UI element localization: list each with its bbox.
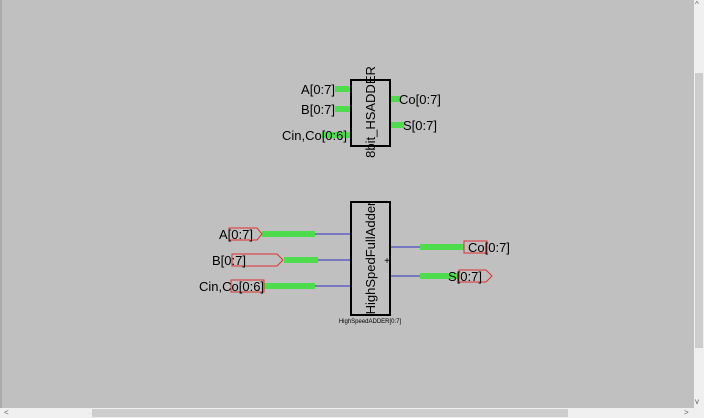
port-label-s: S[0:7] [448,269,482,284]
wire-co [390,96,400,102]
pin-label-co: Co[0:7] [399,92,441,107]
wire-a [335,86,351,92]
symbol-body [350,201,391,316]
symbol-name: HighSpedFullAdder [363,201,378,314]
pin-label-b: B[0:7] [301,102,335,117]
symbol-highspeed-full-adder[interactable]: A[0:7] B[0:7] Cin,Co[0:6] Co[0:7] S[0:7]… [199,201,510,325]
wire-b [284,257,318,263]
symbol-body [350,79,391,147]
vertical-scrollbar[interactable]: ^ v [694,0,704,408]
wire-cin [264,283,315,289]
vertical-scroll-thumb[interactable] [695,73,703,348]
scroll-down-icon[interactable]: v [695,397,699,406]
instance-name: HighSpeedADDER[0:7] [339,319,402,325]
port-b[interactable] [231,253,284,267]
port-label-cin: Cin,Co[0:6] [199,279,264,294]
pin-label-s: S[0:7] [403,118,437,133]
pin-label-cin: Cin,Co[0:6] [282,128,347,143]
port-cin[interactable] [230,279,265,293]
wire-s [390,122,404,128]
port-co[interactable] [463,240,488,254]
port-s[interactable] [458,269,493,283]
schematic-canvas[interactable]: A[0:7] B[0:7] Cin,Co[0:6] Co[0:7] S[0:7]… [0,0,694,408]
origin-mark: + [384,256,390,267]
pin-label-a: A[0:7] [301,82,335,97]
port-label-a: A[0:7] [219,227,253,242]
port-a[interactable] [228,227,263,241]
port-label-co: Co[0:7] [468,240,510,255]
wire-a [262,231,315,237]
scroll-left-icon[interactable]: < [4,408,9,417]
scroll-up-icon[interactable]: ^ [695,0,699,9]
wire-co [420,244,464,250]
symbol-8bit-hsadder[interactable]: A[0:7] B[0:7] Cin,Co[0:6] Co[0:7] S[0:7]… [282,66,441,158]
scrollbar-corner [694,408,704,418]
port-label-b: B[0:7] [212,253,246,268]
wire-cin [322,132,351,138]
wire-s [420,273,460,279]
horizontal-scroll-thumb[interactable] [92,409,568,417]
wire-b [335,106,351,112]
schematic: A[0:7] B[0:7] Cin,Co[0:6] Co[0:7] S[0:7]… [199,66,510,325]
symbol-name: 8bit_HSADDER [363,66,378,158]
scroll-right-icon[interactable]: > [684,408,689,417]
horizontal-scrollbar[interactable]: < > [0,408,694,418]
